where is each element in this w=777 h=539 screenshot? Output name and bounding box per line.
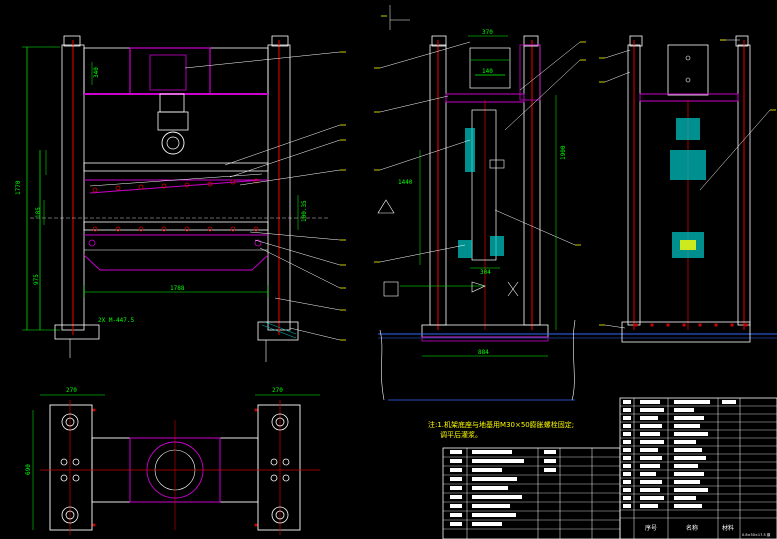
plan-right-dim: 270 — [272, 387, 283, 394]
plan-view: 270 270 690 — [25, 387, 320, 535]
technical-notes: 注:1.机架底座与地基用M30×50膨胀螺栓固定; 调平后灌浆。 — [428, 420, 574, 439]
front-lower-height-dim: 975 — [33, 274, 40, 285]
note-line-2: 调平后灌浆。 — [440, 430, 482, 439]
front-height-dim: 1770 — [15, 180, 22, 195]
plan-left-dim: 270 — [66, 387, 77, 394]
front-callout: 2X M-447.5 — [98, 317, 135, 324]
parts-list-left — [442, 447, 621, 539]
front-top-block-dim: 340 — [93, 67, 100, 78]
side-bottom-dim: 304 — [480, 269, 491, 276]
side-inner-dim: 140 — [482, 68, 493, 75]
side-view: 370 140 1900 304 884 1440 — [374, 5, 777, 401]
side-stroke-dim: 1440 — [398, 179, 413, 186]
parts-header-index: 序号 — [645, 524, 657, 532]
parts-header-material: 材料 — [722, 524, 734, 532]
front-slot-dim: 100.35 — [301, 200, 308, 222]
front-view: 1770 975 1788 340 185 100.35 2X M-447.5 — [15, 35, 346, 362]
parts-header-name: 名称 — [686, 524, 698, 532]
plan-depth-dim: 690 — [25, 464, 32, 475]
side-column-dim: 1900 — [560, 145, 567, 160]
end-view — [599, 35, 776, 343]
parts-tag: 0.8×50×17.5 钢 — [742, 532, 771, 537]
parts-list-right: 序号 名称 材料 0.8×50×17.5 钢 — [619, 397, 777, 539]
side-top-dim: 370 — [482, 29, 493, 36]
note-line-1: 注:1.机架底座与地基用M30×50膨胀螺栓固定; — [428, 420, 574, 429]
front-span-dim: 1788 — [170, 285, 185, 292]
front-gap-dim: 185 — [35, 207, 42, 218]
side-base-dim: 884 — [478, 349, 489, 356]
